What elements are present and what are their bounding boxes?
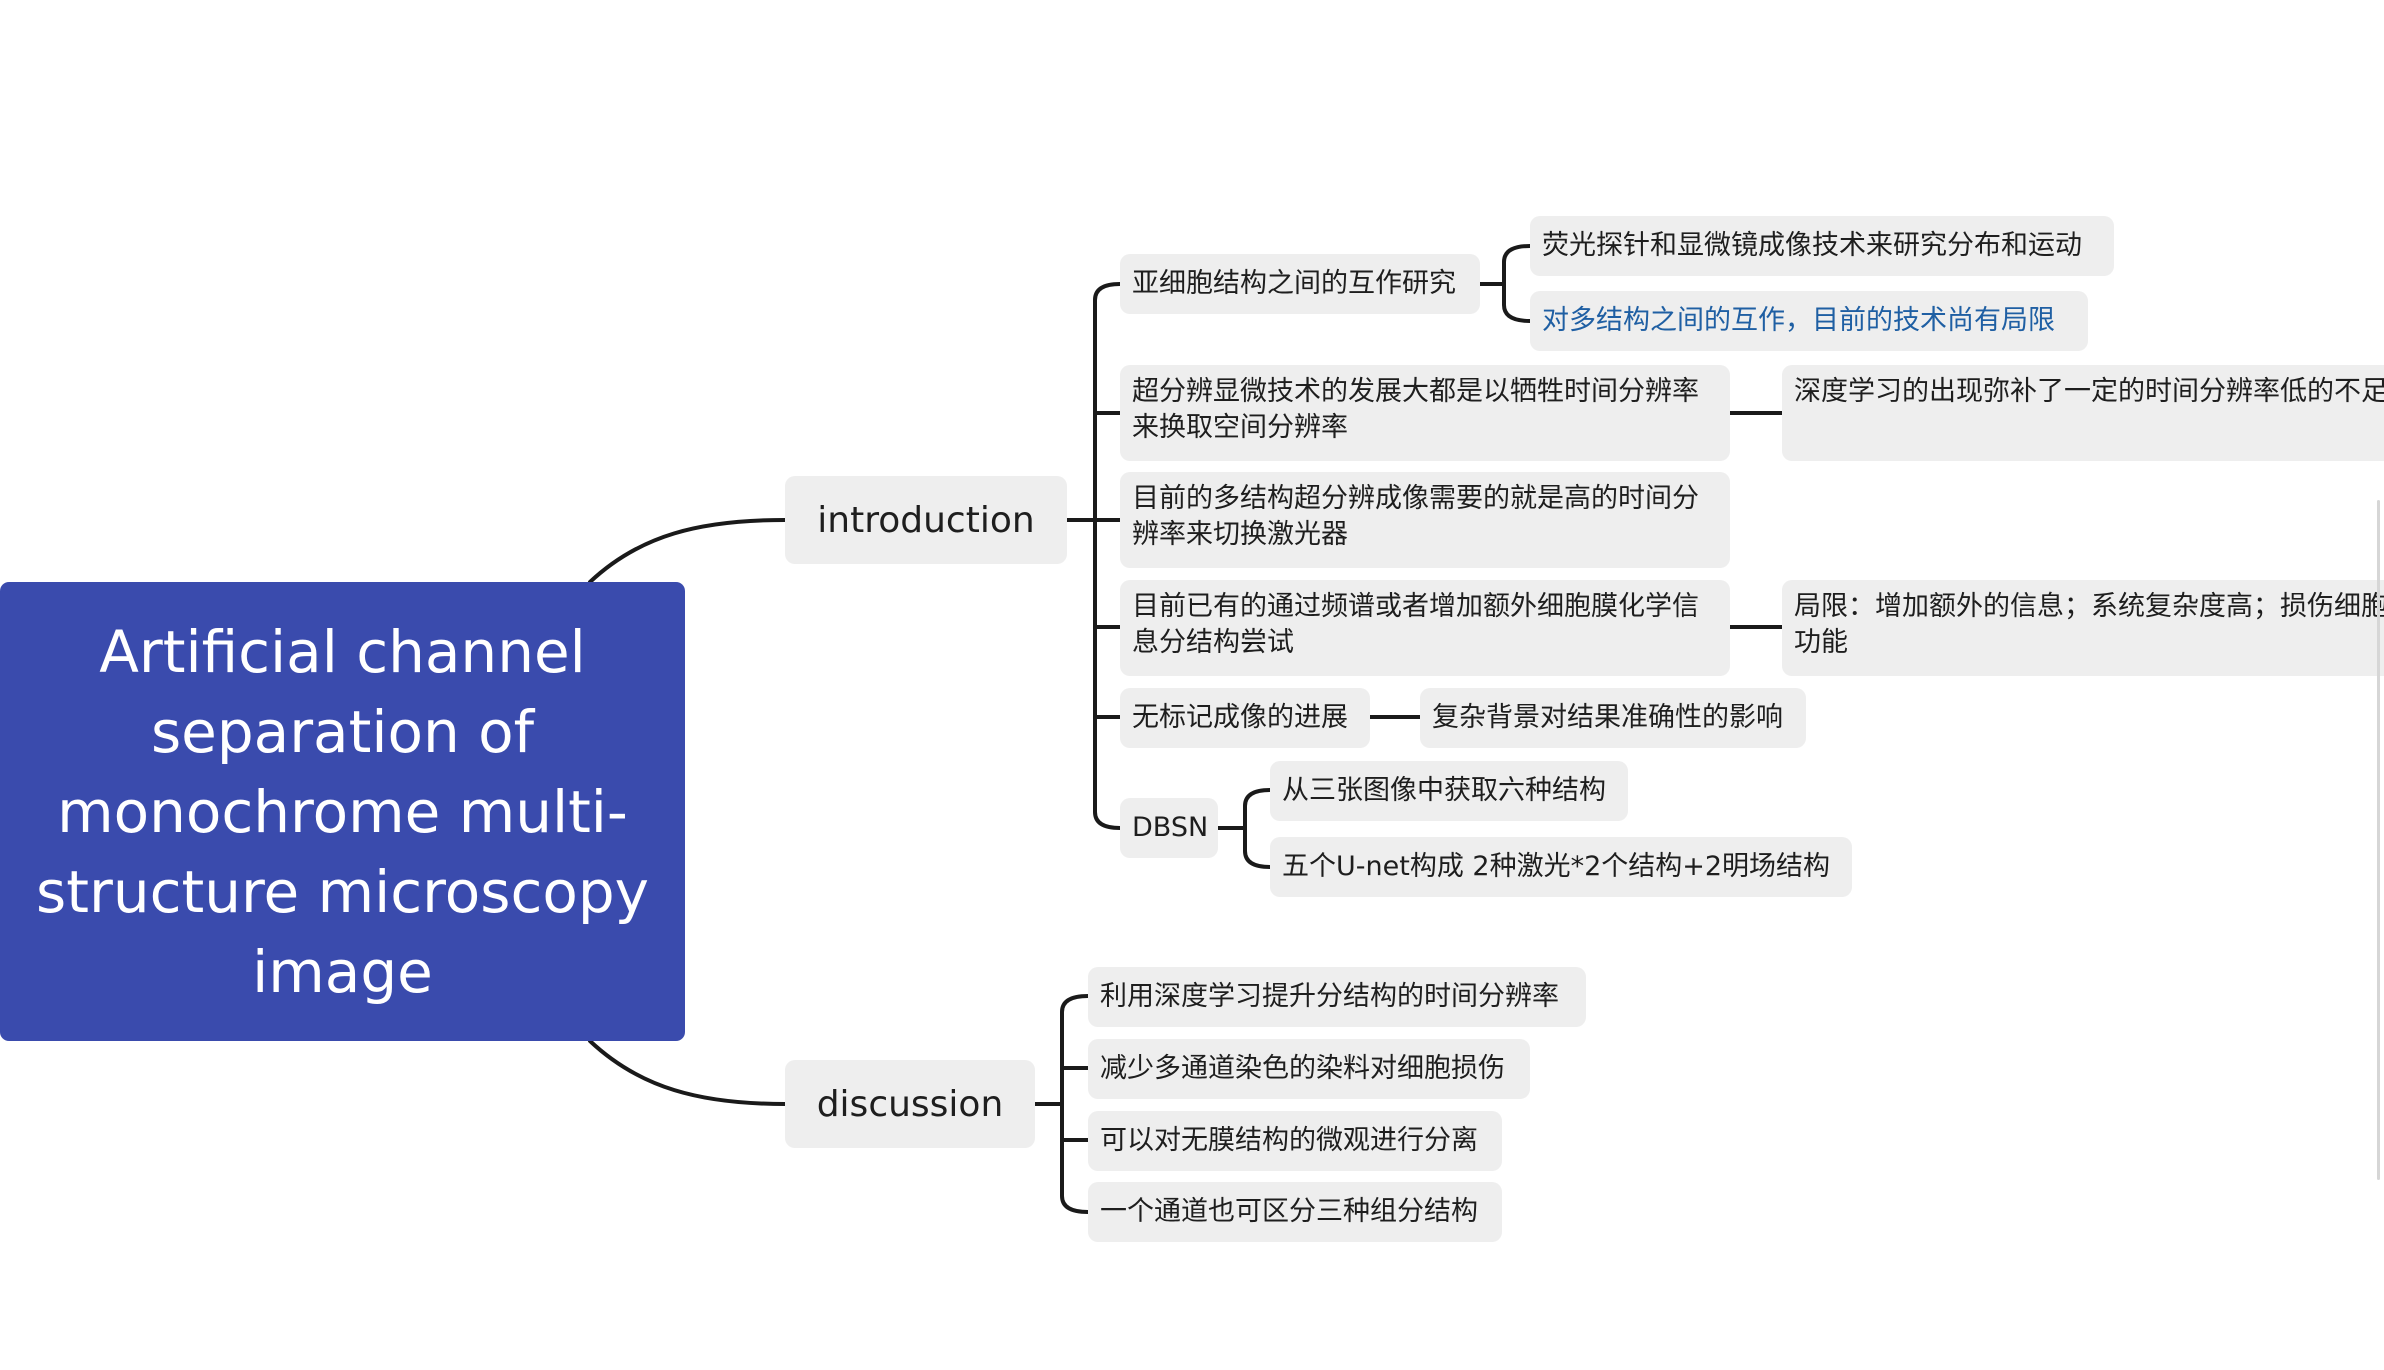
connector-root-discussion <box>588 1039 787 1106</box>
connector-root-introduction <box>588 518 787 584</box>
connector-subcell-bracket <box>1502 244 1532 323</box>
connector-dbsn-bracket <box>1243 788 1272 869</box>
topic-discussion[interactable]: discussion <box>785 1060 1035 1148</box>
subtopic-subcellular-interaction[interactable]: 亚细胞结构之间的互作研究 <box>1120 254 1480 314</box>
subtopic-multi-structure-limits[interactable]: 对多结构之间的互作，目前的技术尚有局限 <box>1530 291 2088 351</box>
subtopic-multi-structure-imaging[interactable]: 目前的多结构超分辨成像需要的就是高的时间分辨率来切换激光器 <box>1120 472 1730 568</box>
subtopic-temporal-resolution[interactable]: 利用深度学习提升分结构的时间分辨率 <box>1088 967 1586 1027</box>
subtopic-complex-background[interactable]: 复杂背景对结果准确性的影响 <box>1420 688 1806 748</box>
subtopic-label: 一个通道也可区分三种组分结构 <box>1100 1196 1478 1227</box>
subtopic-label: 利用深度学习提升分结构的时间分辨率 <box>1100 981 1559 1012</box>
subtopic-superres-tradeoff[interactable]: 超分辨显微技术的发展大都是以牺牲时间分辨率来换取空间分辨率 <box>1120 365 1730 461</box>
subtopic-deep-learning-compensates[interactable]: 深度学习的出现弥补了一定的时间分辨率低的不足 <box>1782 365 2384 461</box>
subtopic-label: 局限：增加额外的信息；系统复杂度高；损伤细胞功能 <box>1794 591 2384 658</box>
topic-introduction-label: introduction <box>817 499 1035 541</box>
vertical-scrollbar[interactable] <box>2377 500 2380 1180</box>
subtopic-label: 五个U-net构成 2种激光*2个结构+2明场结构 <box>1282 851 1831 882</box>
subtopic-label: 目前的多结构超分辨成像需要的就是高的时间分辨率来切换激光器 <box>1132 483 1699 550</box>
subtopic-label: 无标记成像的进展 <box>1132 702 1348 733</box>
subtopic-label: 从三张图像中获取六种结构 <box>1282 775 1606 806</box>
subtopic-membraneless-separation[interactable]: 可以对无膜结构的微观进行分离 <box>1088 1111 1502 1171</box>
topic-discussion-label: discussion <box>816 1083 1004 1125</box>
subtopic-label-free-imaging[interactable]: 无标记成像的进展 <box>1120 688 1370 748</box>
subtopic-single-channel[interactable]: 一个通道也可区分三种组分结构 <box>1088 1182 1502 1242</box>
subtopic-existing-attempts[interactable]: 目前已有的通过频谱或者增加额外细胞膜化学信息分结构尝试 <box>1120 580 1730 676</box>
subtopic-label: 对多结构之间的互作，目前的技术尚有局限 <box>1542 305 2055 336</box>
subtopic-label: 深度学习的出现弥补了一定的时间分辨率低的不足 <box>1794 376 2384 407</box>
connector-discussion-bracket <box>1060 994 1090 1214</box>
subtopic-fluorescent-probe[interactable]: 荧光探针和显微镜成像技术来研究分布和运动 <box>1530 216 2114 276</box>
subtopic-label: 亚细胞结构之间的互作研究 <box>1132 268 1456 299</box>
subtopic-reduce-dye-damage[interactable]: 减少多通道染色的染料对细胞损伤 <box>1088 1039 1530 1099</box>
subtopic-dbsn[interactable]: DBSN <box>1120 798 1218 858</box>
topic-introduction[interactable]: introduction <box>785 476 1067 564</box>
subtopic-five-unet[interactable]: 五个U-net构成 2种激光*2个结构+2明场结构 <box>1270 837 1852 897</box>
subtopic-label: 减少多通道染色的染料对细胞损伤 <box>1100 1053 1505 1084</box>
subtopic-limitations[interactable]: 局限：增加额外的信息；系统复杂度高；损伤细胞功能 <box>1782 580 2384 676</box>
subtopic-label: 目前已有的通过频谱或者增加额外细胞膜化学信息分结构尝试 <box>1132 591 1699 658</box>
subtopic-label: 超分辨显微技术的发展大都是以牺牲时间分辨率来换取空间分辨率 <box>1132 376 1699 443</box>
root-topic-title: Artificial channel separation of monochr… <box>36 617 649 1006</box>
subtopic-label: 荧光探针和显微镜成像技术来研究分布和运动 <box>1542 230 2082 261</box>
subtopic-label: 复杂背景对结果准确性的影响 <box>1432 702 1783 733</box>
connector-introduction-bracket <box>1093 282 1122 830</box>
subtopic-label: DBSN <box>1132 812 1209 843</box>
subtopic-label: 可以对无膜结构的微观进行分离 <box>1100 1125 1478 1156</box>
subtopic-six-structures[interactable]: 从三张图像中获取六种结构 <box>1270 761 1628 821</box>
root-topic[interactable]: Artificial channel separation of monochr… <box>0 582 685 1041</box>
